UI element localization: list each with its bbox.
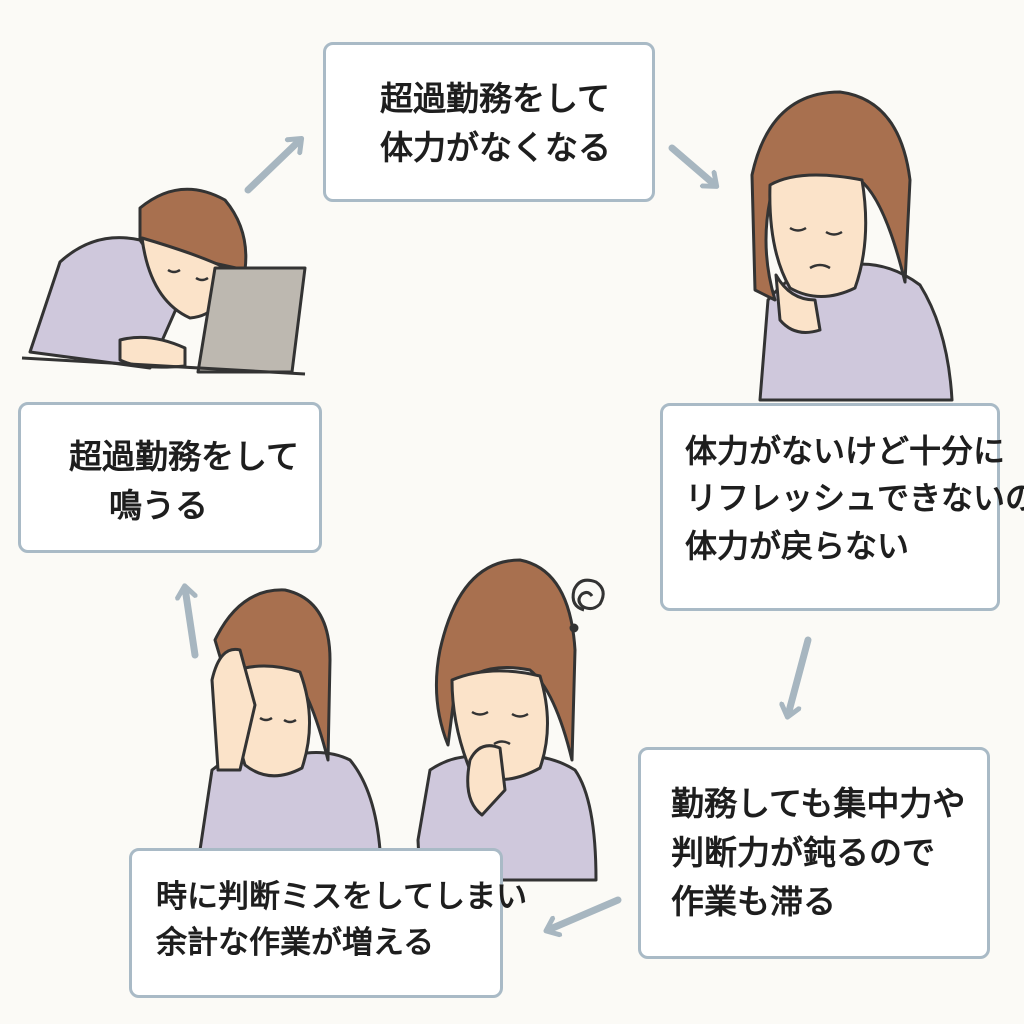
step-2-line-2: リフレッシュできないので xyxy=(685,479,1024,518)
cycle-step-1: 超過勤務をして 体力がなくなる xyxy=(323,42,655,202)
swirl-icon xyxy=(571,578,605,612)
figure-exhausted-laptop xyxy=(21,187,307,376)
figure-tired-chin-on-hand xyxy=(750,90,954,402)
cycle-step-2: 体力がないけど十分に リフレッシュできないので 体力が戻らない xyxy=(660,403,1024,611)
step-2-line-3: 体力が戻らない xyxy=(685,526,910,565)
cycle-step-4: 時に判断ミスをしてしまい 余計な作業が増える xyxy=(129,848,528,998)
arrow-to-step5 xyxy=(185,588,199,659)
step-3-line-3: 作業も滞る xyxy=(671,881,836,921)
step-3-line-2: 判断力が鈍るので xyxy=(671,832,935,872)
step-3-line-1: 勤務しても集中力や xyxy=(671,784,966,823)
step-5-line-2: 鳴うる xyxy=(109,485,208,525)
figure-worried-thinking xyxy=(416,558,605,882)
arrow-to-step1 xyxy=(244,140,300,194)
step-4-line-2: 余計な作業が増える xyxy=(156,924,435,961)
arrow-to-step4 xyxy=(548,896,622,930)
figure-head-in-hand xyxy=(198,588,382,852)
arrow-to-step2 xyxy=(668,144,715,185)
step-4-line-1: 時に判断ミスをしてしまい xyxy=(156,879,528,915)
step-5-line-1: 超過勤務をして xyxy=(69,437,300,476)
cycle-step-5: 超過勤務をして 鳴うる xyxy=(18,402,322,553)
step-1-line-1: 超過勤務をして xyxy=(380,79,611,118)
step-1-line-2: 体力がなくなる xyxy=(380,127,611,167)
cycle-arrows xyxy=(185,140,812,930)
cycle-step-3: 勤務しても集中力や 判断力が鈍るので 作業も滞る xyxy=(638,747,990,959)
arrow-to-step3 xyxy=(788,636,812,715)
step-2-line-1: 体力がないけど十分に xyxy=(685,432,1006,470)
